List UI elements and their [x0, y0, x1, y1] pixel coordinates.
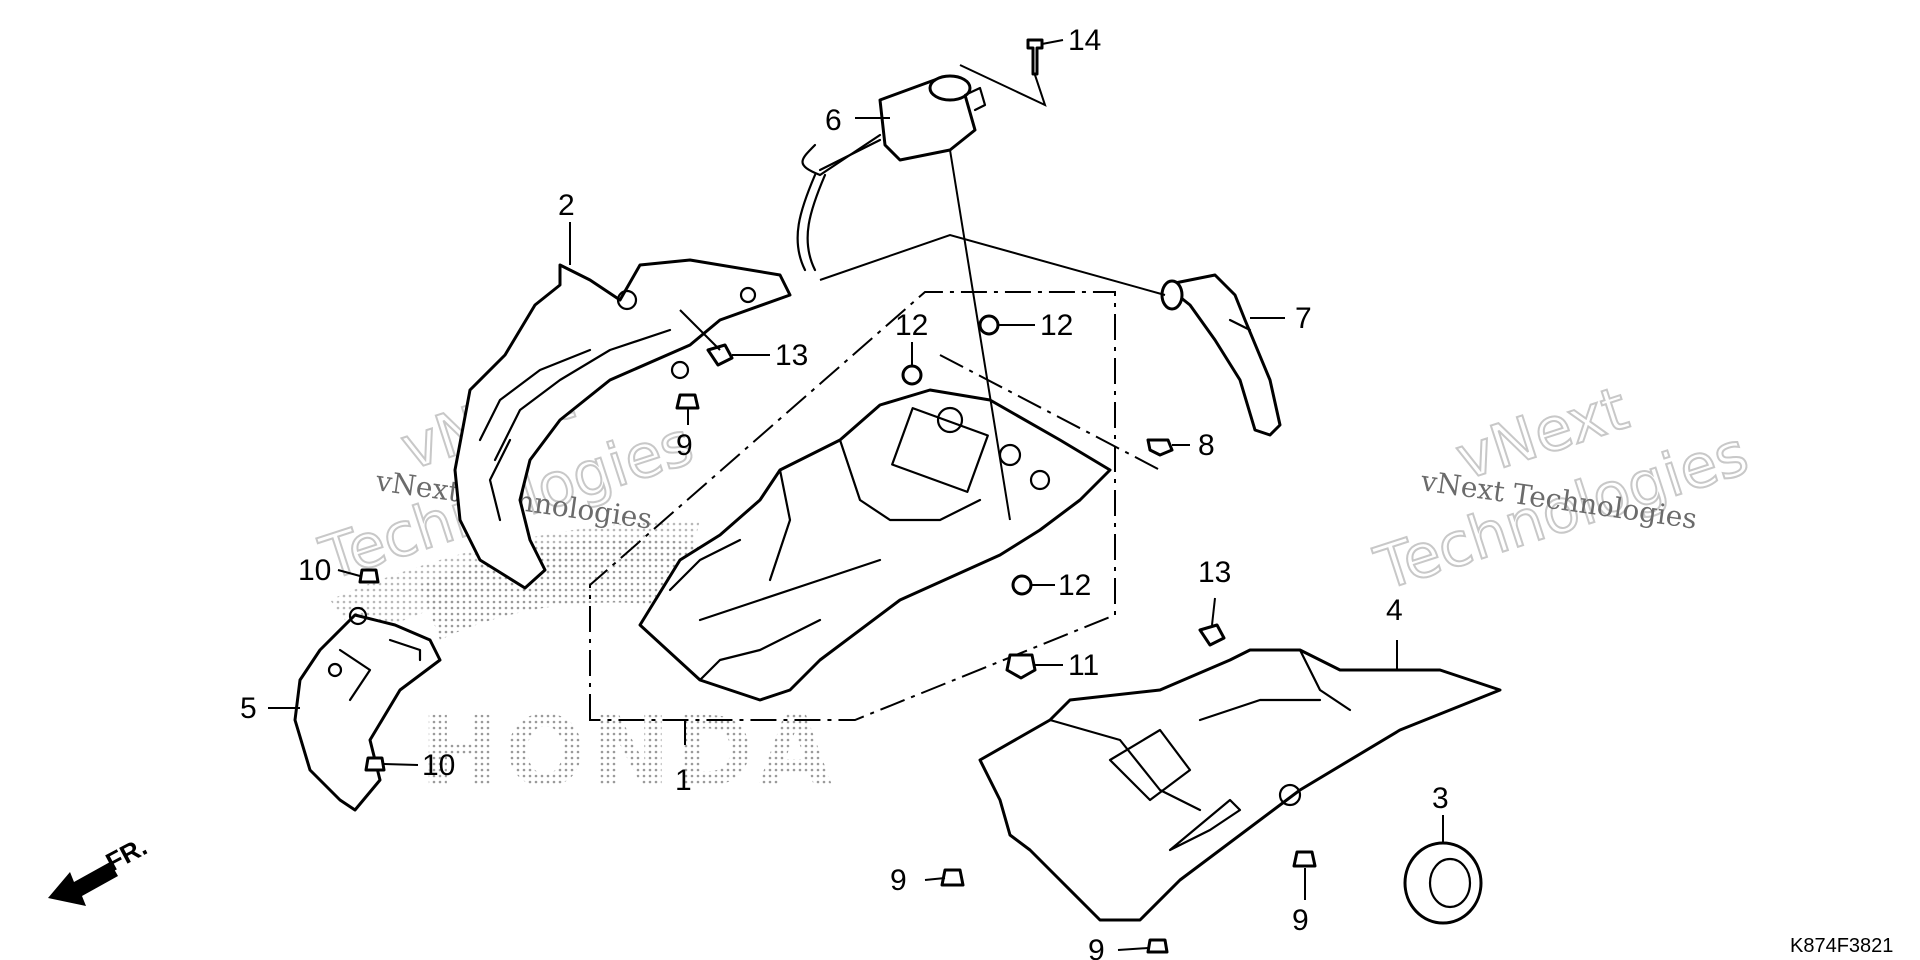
callout-9-right: 9	[1292, 904, 1309, 937]
nut-12-bottom	[1011, 574, 1033, 596]
callout-13-lower: 13	[1198, 556, 1231, 589]
nut-12-top	[978, 314, 1000, 336]
callout-9-bottom: 9	[1088, 934, 1105, 960]
callout-10-lower: 10	[422, 749, 455, 782]
screw-10-lower	[364, 756, 386, 772]
screw-13-lower	[1198, 623, 1226, 647]
part-5-side-cover	[293, 606, 442, 812]
part-3-grommet	[1403, 841, 1483, 925]
callout-6: 6	[825, 104, 842, 137]
callouts: 1 2 3 4 5 6 7 8 9 9 9 9 10 10 11 12 12 1…	[240, 24, 1449, 960]
drawing-code: K874F3821	[1790, 935, 1893, 957]
part-4-lower-cover	[978, 648, 1502, 922]
clip-9-right	[1292, 850, 1317, 868]
clip-8	[1146, 438, 1174, 457]
callout-8: 8	[1198, 429, 1215, 462]
part-7-plug-cap	[1160, 273, 1282, 437]
front-direction-indicator: FR.	[48, 831, 152, 906]
nut-12-left	[901, 364, 923, 386]
callout-7: 7	[1295, 302, 1312, 335]
callout-14: 14	[1068, 24, 1101, 57]
callout-9-upper: 9	[676, 429, 693, 462]
honda-logo: HONDA	[330, 520, 836, 808]
leader-lines	[268, 39, 1444, 951]
callout-13-upper: 13	[775, 339, 808, 372]
screw-10-upper	[358, 568, 380, 584]
nut-11	[1005, 653, 1037, 680]
front-arrow-icon	[48, 862, 118, 906]
callout-12-bottom: 12	[1058, 569, 1091, 602]
callout-12-left: 12	[895, 309, 928, 342]
part-2-cover	[453, 258, 792, 590]
group-frame-part-1	[589, 291, 1116, 721]
callout-4: 4	[1386, 594, 1403, 627]
screw-13-upper	[706, 343, 734, 367]
part-1-tray	[638, 388, 1112, 702]
part-6-ignition-coil	[796, 74, 987, 272]
callout-2: 2	[558, 189, 575, 222]
callout-5: 5	[240, 692, 257, 725]
clip-9-bottom	[1146, 938, 1169, 954]
honda-logo-text: HONDA	[420, 696, 836, 808]
bolt-14	[1026, 38, 1044, 76]
clip-9-upper	[675, 393, 700, 410]
callout-3: 3	[1432, 782, 1449, 815]
callout-10-upper: 10	[298, 554, 331, 587]
callout-9-left: 9	[890, 864, 907, 897]
callout-12-top: 12	[1040, 309, 1073, 342]
callout-11: 11	[1068, 649, 1099, 682]
group-frame-bolts	[939, 354, 1161, 471]
clip-9-left	[940, 868, 965, 887]
callout-1: 1	[675, 764, 692, 797]
